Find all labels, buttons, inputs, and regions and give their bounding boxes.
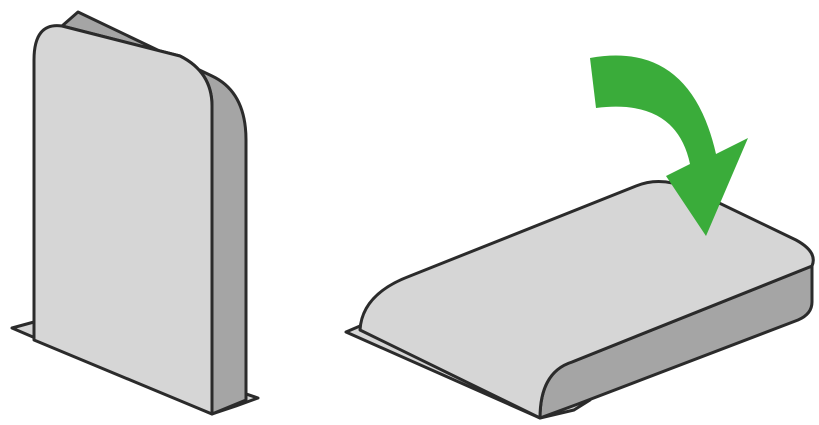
- flat-panel-icon: [344, 180, 815, 420]
- flat-top-face: [358, 180, 815, 420]
- rotate-down-arrow-icon: [590, 55, 748, 236]
- upright-front-face: [32, 24, 214, 416]
- arrow-body: [590, 55, 748, 236]
- upright-panel-icon: [10, 10, 260, 416]
